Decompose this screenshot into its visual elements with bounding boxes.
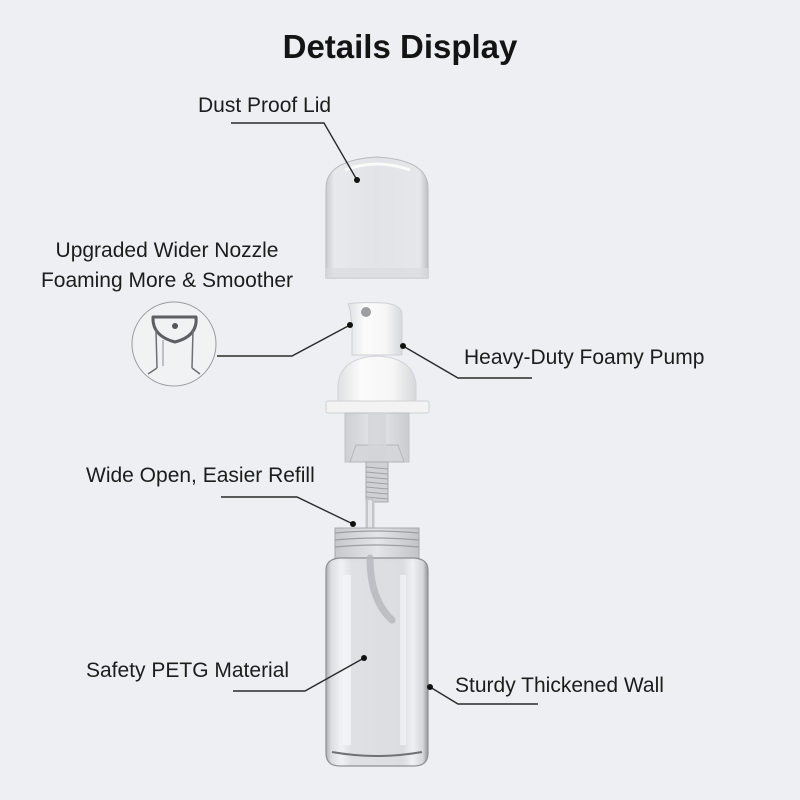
- label-nozzle: Upgraded Wider Nozzle Foaming More & Smo…: [26, 238, 308, 295]
- label-dust-proof-lid: Dust Proof Lid: [198, 94, 332, 117]
- foamy-pump: [325, 302, 430, 625]
- label-foamy-pump: Heavy-Duty Foamy Pump: [464, 346, 705, 369]
- label-easier-refill: Wide Open, Easier Refill: [86, 464, 315, 487]
- label-nozzle-line1: Upgraded Wider Nozzle: [55, 239, 279, 262]
- leader-dots: [347, 177, 433, 690]
- page-title: Details Display: [282, 28, 518, 65]
- bottle-body: [325, 527, 429, 767]
- label-thickened-wall: Sturdy Thickened Wall: [455, 674, 664, 697]
- leader-lines: [217, 122, 538, 705]
- label-nozzle-line2: Foaming More & Smoother: [40, 269, 294, 293]
- label-petg-material: Safety PETG Material: [86, 659, 290, 682]
- dust-proof-lid: [325, 156, 429, 279]
- nozzle-detail-inset: [131, 301, 217, 387]
